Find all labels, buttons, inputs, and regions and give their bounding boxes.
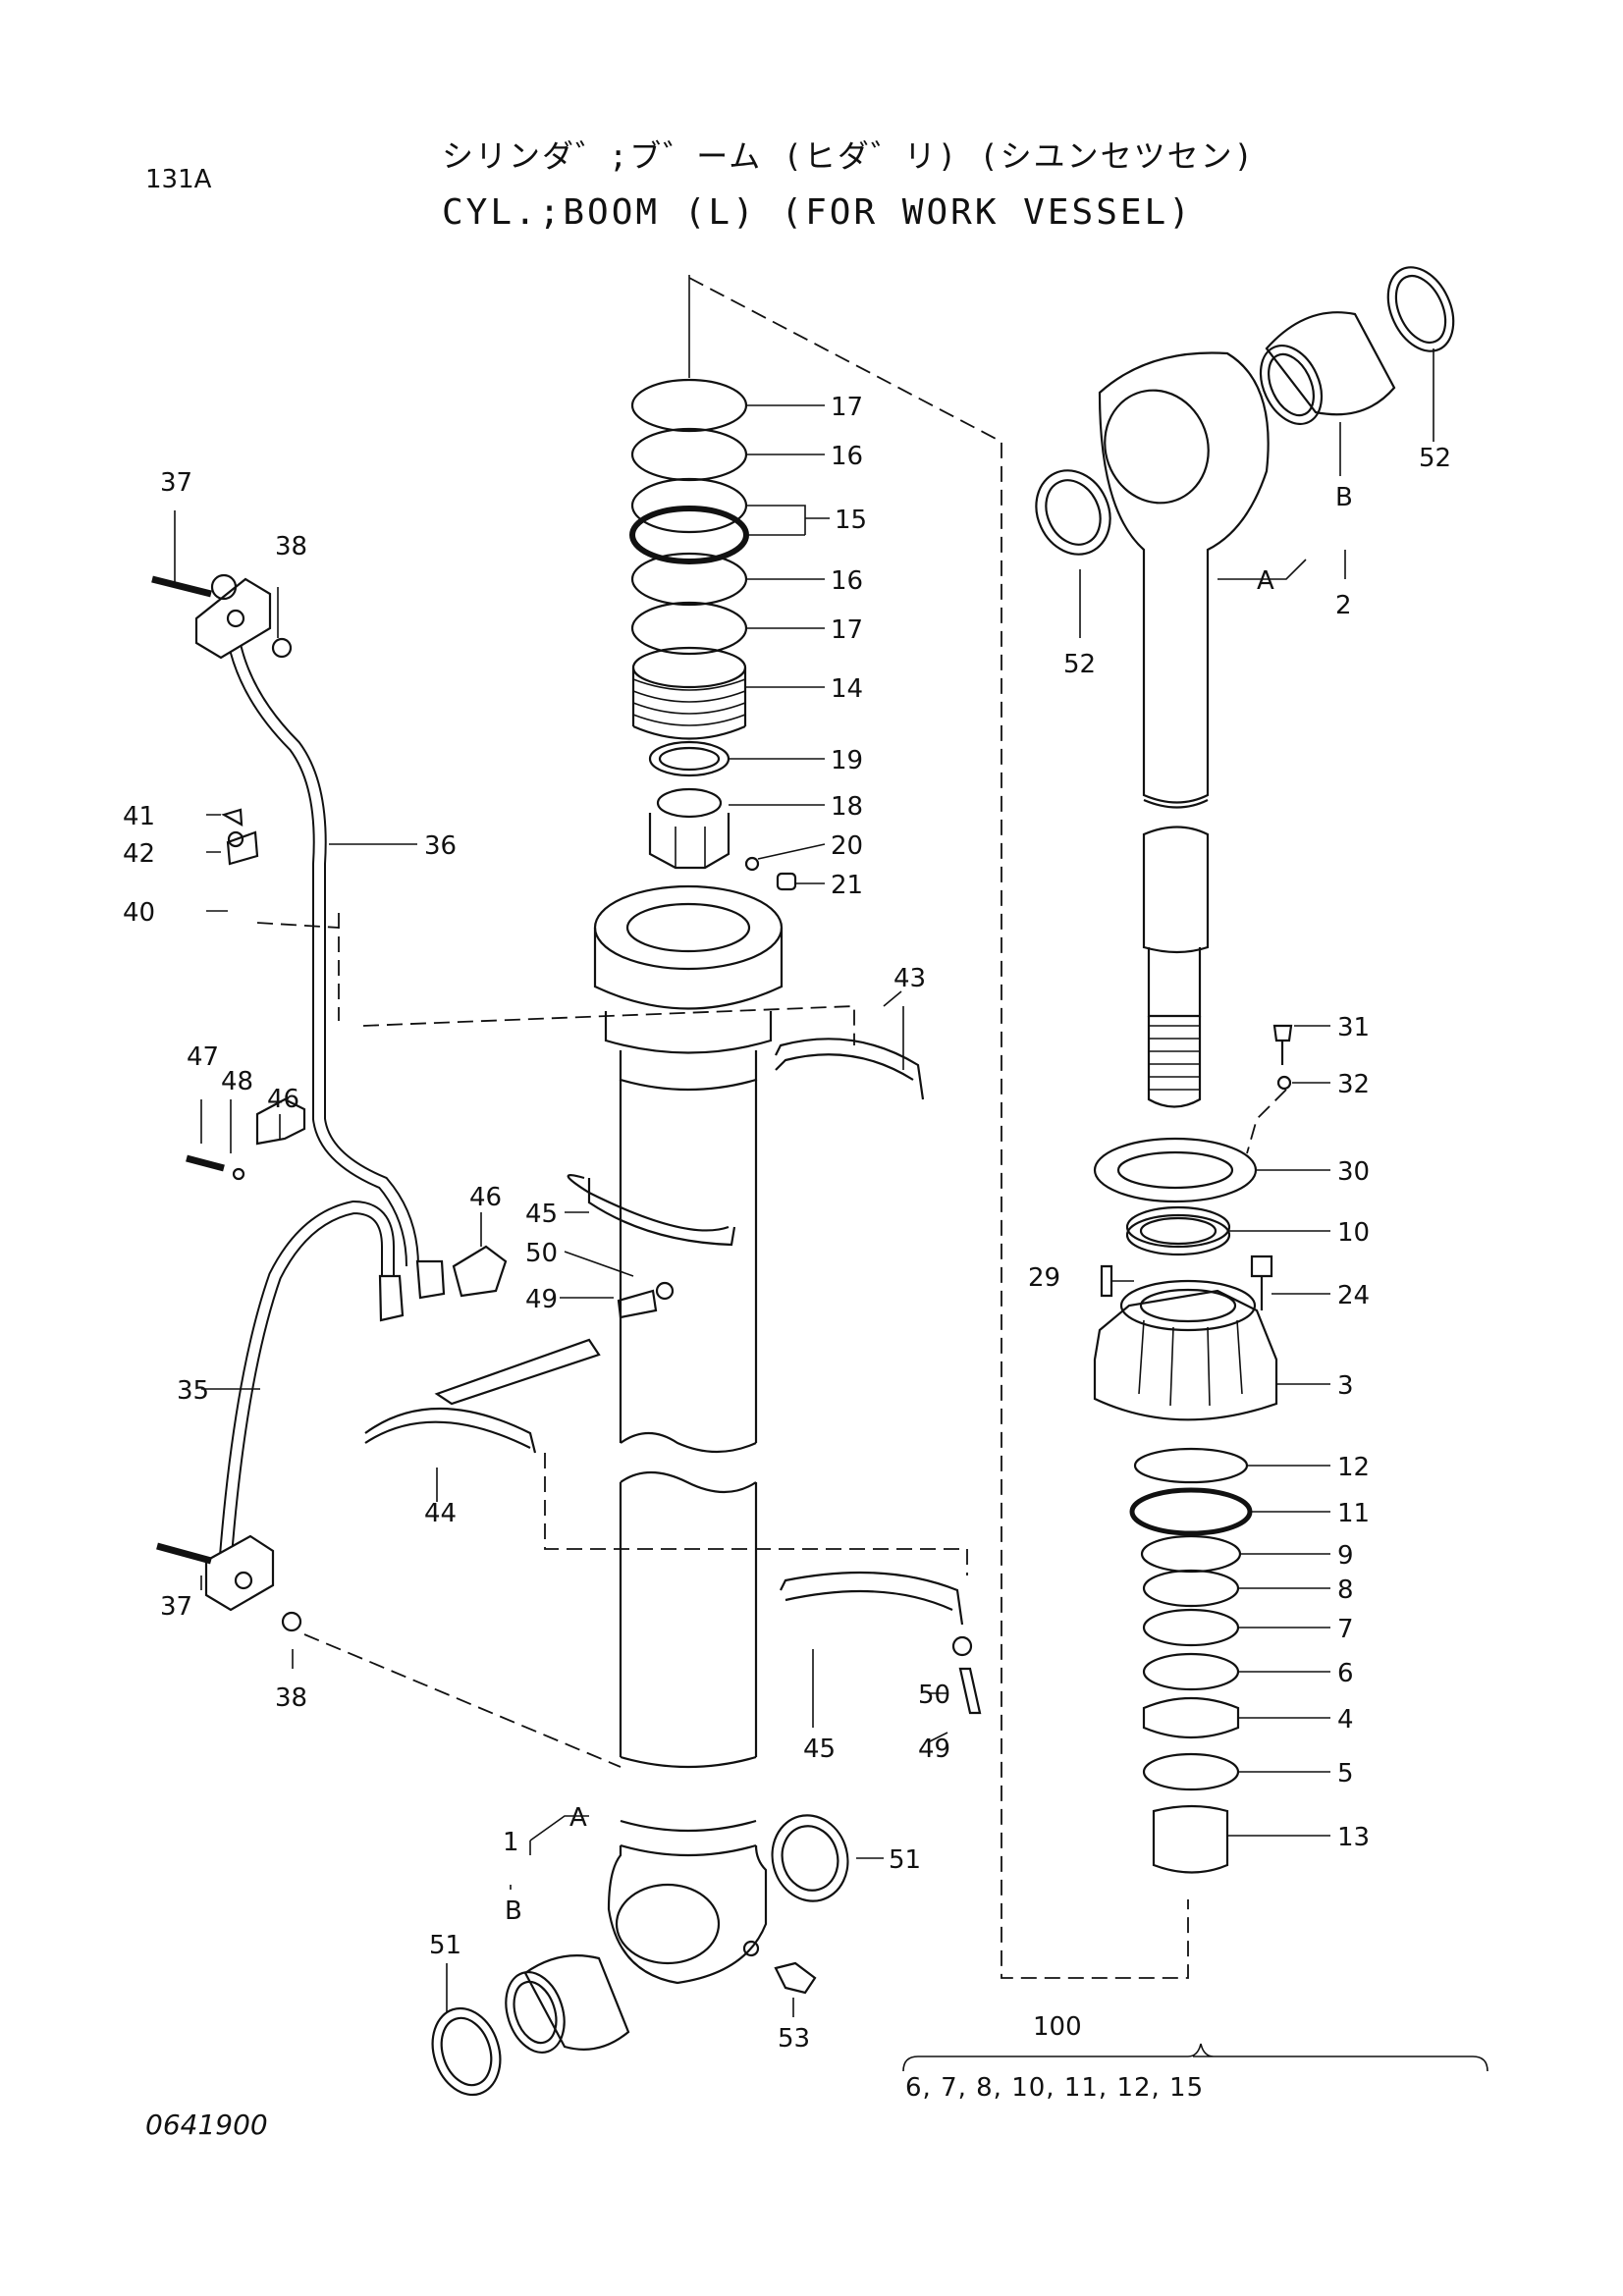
callout-47: 47 [187, 1042, 219, 1072]
callout-48: 48 [221, 1067, 253, 1096]
clamps-and-brackets [186, 808, 982, 1715]
piston-part-14 [631, 646, 747, 740]
callout-38: 38 [275, 532, 307, 561]
callout-12: 12 [1337, 1453, 1370, 1482]
callout-32: 32 [1337, 1070, 1370, 1099]
callout-5: 5 [1337, 1759, 1354, 1789]
callout-2: 2 [1335, 591, 1352, 620]
callout-52: 52 [1419, 444, 1451, 473]
callout-29: 29 [1028, 1263, 1060, 1293]
callout-4: 4 [1337, 1705, 1354, 1735]
callout-labels: 17 16 15 16 17 14 19 18 20 21 37 38 36 4… [123, 393, 1451, 2054]
hydraulic-pipes [151, 573, 446, 1632]
callout-44: 44 [424, 1499, 457, 1528]
callout-53: 53 [778, 2024, 810, 2054]
callout-17: 17 [831, 615, 863, 645]
callout-37: 37 [160, 468, 192, 498]
callout-43: 43 [893, 964, 926, 993]
callout-9: 9 [1337, 1541, 1354, 1571]
callout-41: 41 [123, 802, 155, 831]
callout-24: 24 [1337, 1281, 1370, 1310]
callout-46: 46 [267, 1085, 299, 1114]
callout-1: 1 [503, 1828, 519, 1857]
callout-51: 51 [429, 1931, 461, 1960]
callout-10: 10 [1337, 1218, 1370, 1248]
callout-36: 36 [424, 831, 457, 861]
callout-8: 8 [1337, 1575, 1354, 1605]
title-english: CYL.;BOOM (L) (FOR WORK VESSEL) [442, 192, 1193, 233]
callout-42: 42 [123, 839, 155, 869]
callout-3: 3 [1337, 1371, 1354, 1401]
callout-19: 19 [831, 746, 863, 775]
relation-dashed-lines [256, 913, 968, 1768]
callout-50: 50 [525, 1239, 558, 1268]
callout-B: B [1335, 483, 1353, 512]
bushing-and-seal-right [1035, 266, 1455, 556]
callout-37: 37 [160, 1592, 192, 1622]
callout-leader-lines [174, 348, 1488, 2072]
callout-21: 21 [831, 871, 863, 900]
drawing-number: 0641900 [145, 2109, 268, 2141]
callout-16: 16 [831, 566, 863, 596]
page-number: 131A [145, 165, 212, 194]
callout-18: 18 [831, 792, 863, 822]
callout-7: 7 [1337, 1615, 1354, 1644]
callout-6: 6 [1337, 1659, 1354, 1688]
kit-included-items: 6, 7, 8, 10, 11, 12, 15 [905, 2073, 1205, 2103]
cylinder-tube-part-1 [593, 884, 817, 1995]
callout-17: 17 [831, 393, 863, 422]
callout-38: 38 [275, 1683, 307, 1713]
assembly-axis-line-right [688, 277, 1189, 1979]
callout-20: 20 [831, 831, 863, 861]
callout-15: 15 [835, 506, 867, 535]
callout-35: 35 [177, 1376, 209, 1406]
title-japanese: シリンダ゛;ブ゛ーム (ヒダ゛リ) (シユンセツセン) [442, 137, 1255, 175]
callout-46: 46 [469, 1183, 502, 1212]
kit-number: 100 [1033, 2012, 1082, 2042]
callout-13: 13 [1337, 1823, 1370, 1852]
piston-rod-part-2 [1098, 351, 1270, 1108]
callout-A: A [569, 1803, 587, 1833]
callout-49: 49 [525, 1285, 558, 1314]
piston-seal-stack [629, 275, 797, 891]
callout-31: 31 [1337, 1013, 1370, 1042]
callout-40: 40 [123, 898, 155, 928]
callout-51: 51 [889, 1845, 921, 1875]
rod-gland-and-seal-stack [1093, 1024, 1293, 1874]
bushing-and-seal-left [431, 1814, 849, 2097]
callout-50: 50 [918, 1681, 950, 1710]
callout-52: 52 [1063, 650, 1096, 679]
callout-A: A [1257, 566, 1274, 596]
callout-45: 45 [803, 1735, 836, 1764]
callout-14: 14 [831, 674, 863, 704]
callout-16: 16 [831, 442, 863, 471]
callout-B: B [505, 1896, 522, 1926]
callout-11: 11 [1337, 1499, 1370, 1528]
callout-49: 49 [918, 1735, 950, 1764]
nut-part-18 [648, 787, 730, 870]
callout-45: 45 [525, 1200, 558, 1229]
callout-30: 30 [1337, 1157, 1370, 1187]
